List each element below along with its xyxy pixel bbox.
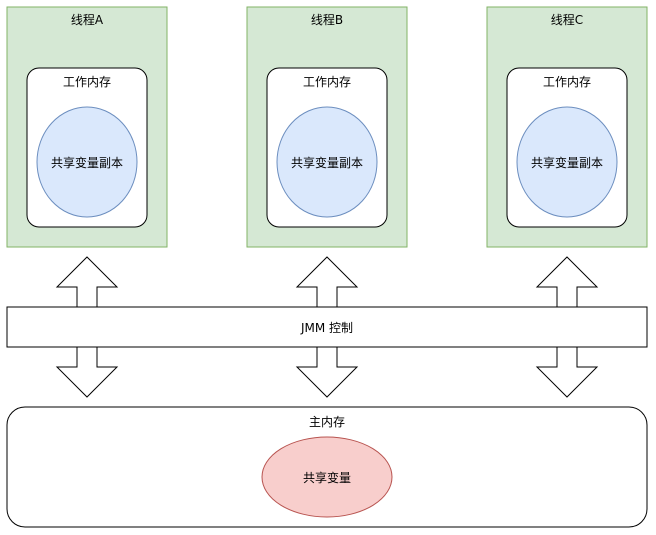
thread-c-variable-copy: [516, 106, 618, 218]
thread-b-variable-copy: [276, 106, 378, 218]
jmm-control-label: JMM 控制: [300, 321, 353, 335]
thread-a-variable-copy-label: 共享变量副本: [51, 155, 123, 170]
down-arrow-icon: [535, 346, 599, 398]
thread-a: 线程A 工作内存 共享变量副本: [6, 6, 168, 248]
thread-b-working-memory-label: 工作内存: [303, 75, 351, 89]
down-arrow-icon: [295, 346, 359, 398]
jmm-control: JMM 控制: [6, 306, 648, 348]
thread-c-title: 线程C: [551, 12, 583, 27]
main-memory: 主内存 共享变量: [6, 406, 648, 528]
thread-b: 线程B 工作内存 共享变量副本: [246, 6, 408, 248]
main-memory-label: 主内存: [309, 415, 345, 429]
thread-a-title: 线程A: [71, 12, 104, 27]
thread-a-working-memory-label: 工作内存: [63, 75, 111, 89]
thread-c-working-memory-label: 工作内存: [543, 75, 591, 89]
thread-c: 线程C 工作内存 共享变量副本: [486, 6, 648, 248]
shared-variable: [261, 436, 393, 518]
down-arrow-icon: [55, 346, 119, 398]
thread-a-variable-copy: [36, 106, 138, 218]
thread-b-variable-copy-label: 共享变量副本: [291, 155, 363, 170]
shared-variable-label: 共享变量: [303, 470, 351, 485]
up-arrow-icon: [295, 256, 359, 308]
up-arrow-icon: [55, 256, 119, 308]
jmm-control-bar: [6, 306, 648, 348]
thread-b-title: 线程B: [311, 12, 343, 27]
up-arrow-icon: [535, 256, 599, 308]
thread-c-variable-copy-label: 共享变量副本: [531, 155, 603, 170]
